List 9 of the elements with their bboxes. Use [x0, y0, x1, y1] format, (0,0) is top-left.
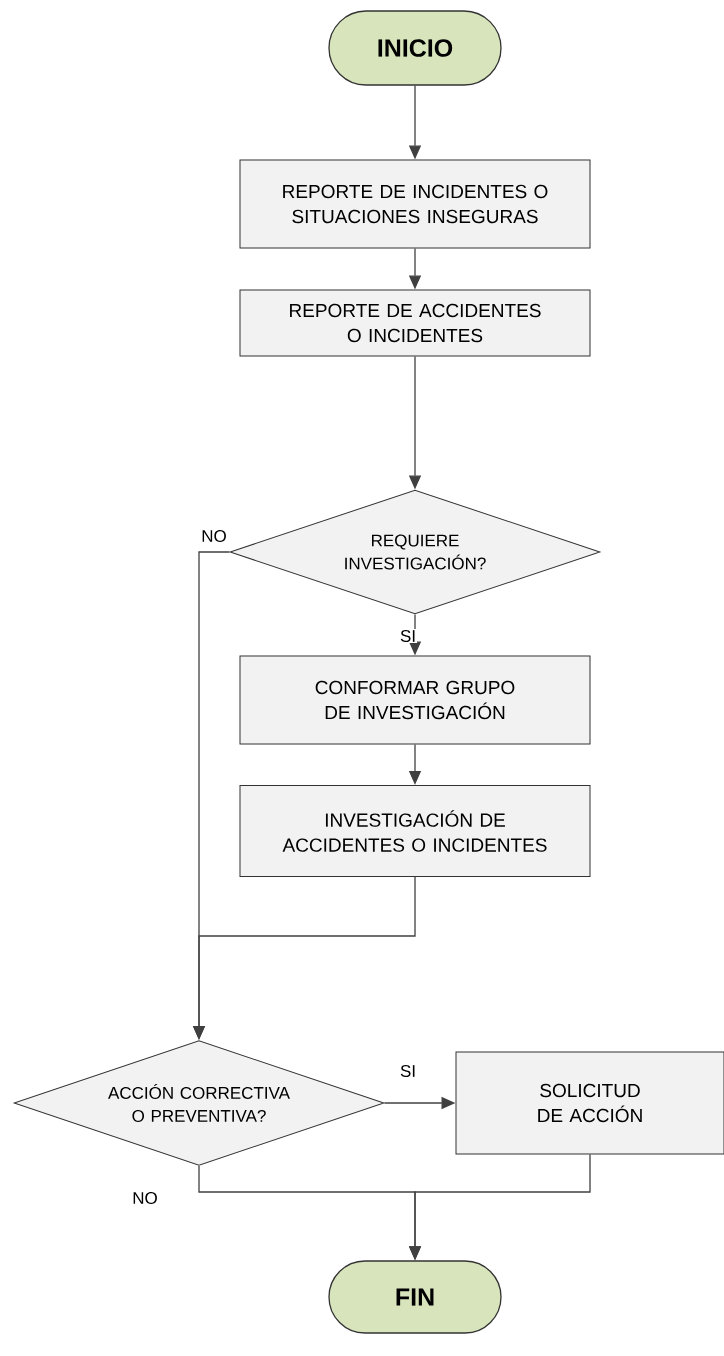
- edge-label: SI: [398, 1064, 418, 1079]
- process-box: INVESTIGACIÓN DE ACCIDENTES O INCIDENTES: [239, 785, 591, 877]
- edge-label: NO: [200, 529, 228, 543]
- process-box: CONFORMAR GRUPO DE INVESTIGACIÓN: [239, 655, 591, 745]
- edge-label: NO: [131, 1191, 159, 1206]
- process-box: SOLICITUD DE ACCIÓN: [455, 1051, 724, 1155]
- edge-label: SI: [398, 629, 418, 644]
- process-box: REPORTE DE ACCIDENTES O INCIDENTES: [239, 289, 591, 357]
- process-box: REPORTE DE INCIDENTES O SITUACIONES INSEGURAS: [239, 159, 591, 249]
